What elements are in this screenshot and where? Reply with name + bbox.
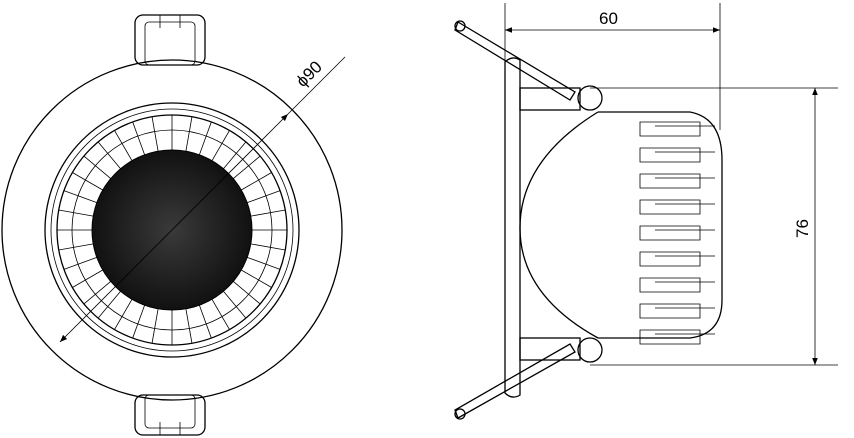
facet-line <box>72 269 103 288</box>
front-view: ϕ90 <box>1 14 346 436</box>
fin <box>639 251 715 267</box>
depth-dimension: 60 <box>504 3 721 130</box>
top-spring-clip <box>134 14 206 66</box>
facet-line <box>211 299 230 330</box>
fin <box>639 329 715 345</box>
fin <box>639 277 715 293</box>
bottom-spring-clip <box>134 394 206 436</box>
facet-line <box>198 305 212 339</box>
facet-line <box>250 209 286 217</box>
height-label: 76 <box>793 219 812 238</box>
fin <box>639 225 715 241</box>
facet-line <box>247 256 281 270</box>
fin <box>639 199 715 215</box>
facet-line <box>185 116 193 152</box>
facet-line <box>132 121 146 155</box>
depth-label: 60 <box>599 9 618 28</box>
diameter-label: ϕ90 <box>292 57 326 91</box>
facet-line <box>114 299 133 330</box>
facet-line <box>58 209 94 217</box>
flange-edge <box>504 57 521 398</box>
fin <box>639 121 715 137</box>
facet-line <box>241 172 272 191</box>
side-view: 60 76 <box>454 3 838 420</box>
facet-line <box>250 243 286 251</box>
height-dimension: 76 <box>590 87 838 366</box>
spring-arms <box>454 20 603 420</box>
fin <box>639 147 715 163</box>
dome <box>519 111 599 339</box>
heat-sink-fins <box>639 121 715 345</box>
facet-line <box>114 130 133 161</box>
facet-line <box>211 130 230 161</box>
facet-line <box>63 190 97 204</box>
facet-line <box>247 190 281 204</box>
fin <box>639 303 715 319</box>
facet-line <box>198 121 212 155</box>
facet-line <box>132 305 146 339</box>
facet-line <box>58 243 94 251</box>
facet-line <box>241 269 272 288</box>
facet-line <box>185 308 193 344</box>
fin <box>639 173 715 189</box>
facet-line <box>151 308 159 344</box>
trim-ring <box>44 102 300 358</box>
facet-line <box>72 172 103 191</box>
outer-flange <box>1 59 343 401</box>
facet-line <box>151 116 159 152</box>
facet-line <box>63 256 97 270</box>
